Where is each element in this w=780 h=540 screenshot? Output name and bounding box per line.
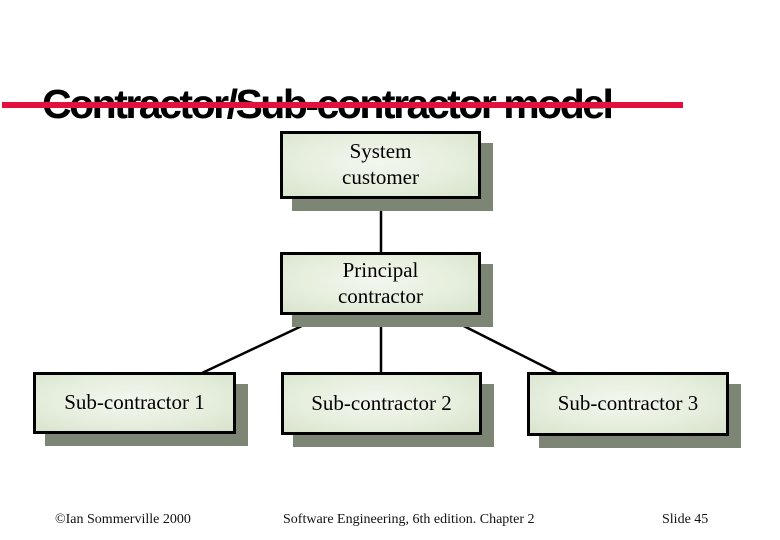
node-label-line: contractor: [337, 283, 424, 308]
node-principal-contractor: Principal contractor: [280, 252, 481, 315]
node-label-line: customer: [342, 165, 419, 189]
node-label-line: Sub-contractor 3: [557, 391, 699, 416]
title-underline-rule: [2, 102, 683, 108]
edge-principal-to-sub1: [201, 314, 324, 375]
node-label-line: Sub-contractor 2: [311, 390, 452, 415]
footer-slide-number: Slide 45: [662, 512, 709, 527]
node-label-line: System: [349, 139, 412, 164]
footer-copyright: ©Ian Sommerville 2000: [55, 512, 191, 527]
node-system-customer: System customer: [280, 131, 481, 199]
footer-book-title: Software Engineering, 6th edition. Chapt…: [283, 512, 535, 527]
node-label-line: Sub-contractor 1: [64, 390, 205, 415]
node-sub-contractor-2: Sub-contractor 2: [281, 372, 482, 435]
node-sub-contractor-3: Sub-contractor 3: [527, 372, 729, 436]
edge-principal-to-sub3: [443, 314, 558, 375]
node-sub-contractor-1: Sub-contractor 1: [33, 372, 236, 434]
node-label-line: Principal: [342, 257, 419, 282]
